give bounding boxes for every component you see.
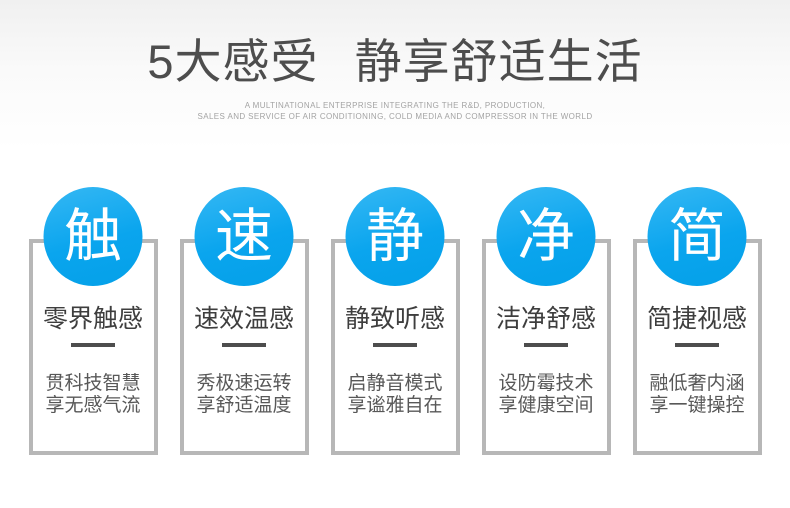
card-title: 速效温感: [193, 305, 294, 333]
card-description-line-2: 享舒适温度: [196, 394, 292, 416]
card-title: 简捷视感: [646, 305, 747, 333]
feature-card-clean: 净 洁净舒感 设防霉技术 享健康空间: [481, 187, 611, 455]
feature-card-quiet: 静 静致听感 启静音模式 享谧雅自在: [330, 187, 460, 455]
card-description-line-2: 享无感气流: [45, 394, 141, 416]
card-title: 静致听感: [344, 305, 445, 333]
card-description-line-1: 贯科技智慧: [45, 372, 141, 394]
title-divider: [222, 342, 266, 347]
subtitle: A MULTINATIONAL ENTERPRISE INTEGRATING T…: [0, 100, 790, 122]
subtitle-line-2: SALES AND SERVICE OF AIR CONDITIONING, C…: [197, 112, 593, 122]
title-divider: [71, 342, 115, 347]
feature-badge-circle: 速: [194, 187, 294, 286]
card-description: 贯科技智慧 享无感气流: [33, 373, 154, 417]
card-description-line-2: 享谧雅自在: [347, 394, 443, 416]
feature-badge-circle: 简: [647, 187, 747, 286]
card-title: 洁净舒感: [495, 305, 596, 333]
card-description-line-2: 享一键操控: [649, 394, 745, 416]
badge-character: 静: [365, 203, 424, 269]
feature-card-speed: 速 速效温感 秀极速运转 享舒适温度: [179, 187, 309, 455]
card-description-line-1: 秀极速运转: [196, 372, 292, 394]
card-description: 秀极速运转 享舒适温度: [184, 373, 305, 417]
card-description: 启静音模式 享谧雅自在: [335, 373, 456, 417]
header: 5大感受 静享舒适生活 A MULTINATIONAL ENTERPRISE I…: [0, 0, 790, 122]
card-description: 融低奢内涵 享一键操控: [637, 373, 758, 417]
badge-character: 触: [63, 203, 122, 269]
feature-card-simple: 简 简捷视感 融低奢内涵 享一键操控: [632, 187, 762, 455]
feature-card-touch: 触 零界触感 贯科技智慧 享无感气流: [28, 187, 158, 455]
card-description-line-1: 设防霉技术: [498, 372, 594, 394]
badge-character: 速: [214, 203, 273, 269]
subtitle-line-1: A MULTINATIONAL ENTERPRISE INTEGRATING T…: [244, 101, 546, 111]
title-divider: [373, 342, 417, 347]
feature-badge-circle: 净: [496, 187, 596, 286]
title-divider: [524, 342, 568, 347]
feature-badge-circle: 触: [43, 187, 143, 286]
title-divider: [675, 342, 719, 347]
card-description-line-1: 启静音模式: [347, 372, 443, 394]
card-title: 零界触感: [42, 305, 143, 333]
feature-cards-row: 触 零界触感 贯科技智慧 享无感气流 速 速效温感 秀极速运转 享舒适温度 静: [0, 187, 790, 455]
card-description: 设防霉技术 享健康空间: [486, 373, 607, 417]
page-title: 5大感受 静享舒适生活: [147, 35, 643, 88]
badge-character: 简: [667, 203, 726, 269]
card-description-line-2: 享健康空间: [498, 394, 594, 416]
card-description-line-1: 融低奢内涵: [649, 372, 745, 394]
feature-badge-circle: 静: [345, 187, 445, 286]
badge-character: 净: [516, 203, 575, 269]
